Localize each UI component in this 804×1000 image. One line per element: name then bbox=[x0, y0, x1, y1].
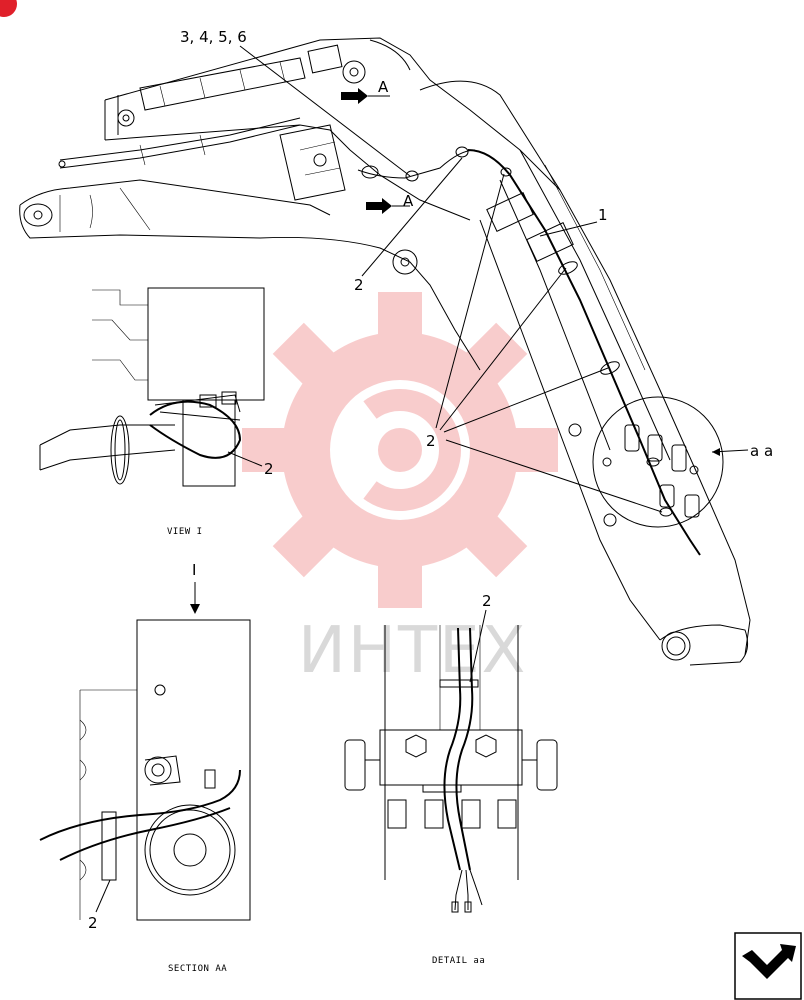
callout-part-2-section: 2 bbox=[88, 914, 98, 932]
caption-view-i: VIEW I bbox=[167, 527, 203, 537]
view-marker-i: I bbox=[192, 561, 196, 579]
svg-text:A: A bbox=[378, 78, 389, 96]
svg-text:A: A bbox=[403, 192, 414, 210]
callout-part-2-view: 2 bbox=[264, 460, 274, 478]
callout-part-2-boom: 2 bbox=[354, 276, 364, 294]
next-page-arrow-icon[interactable] bbox=[734, 932, 802, 1000]
watermark-text: ИНТЕХ bbox=[298, 614, 527, 688]
section-arrow-upper: A bbox=[341, 78, 390, 104]
callout-part-1: 1 bbox=[598, 206, 608, 224]
caption-detail-aa: DETAIL aa bbox=[432, 956, 485, 966]
detail-aa-valves bbox=[602, 424, 700, 518]
detail-aa-circle bbox=[592, 396, 724, 528]
section-arrow-lower: A bbox=[366, 192, 414, 214]
callout-part-2-detail: 2 bbox=[482, 592, 492, 610]
detail-marker-aa: a a bbox=[750, 442, 773, 460]
view-i-drawing bbox=[39, 287, 265, 487]
callout-parts-3-4-5-6: 3, 4, 5, 6 bbox=[180, 28, 247, 46]
excavator-boom-drawing bbox=[19, 37, 751, 666]
detail-aa-drawing bbox=[344, 625, 558, 913]
callout-part-2-center: 2 bbox=[426, 432, 436, 450]
section-aa-drawing bbox=[39, 619, 251, 921]
caption-section-aa: SECTION AA bbox=[168, 964, 227, 974]
corner-badge bbox=[0, 0, 17, 17]
